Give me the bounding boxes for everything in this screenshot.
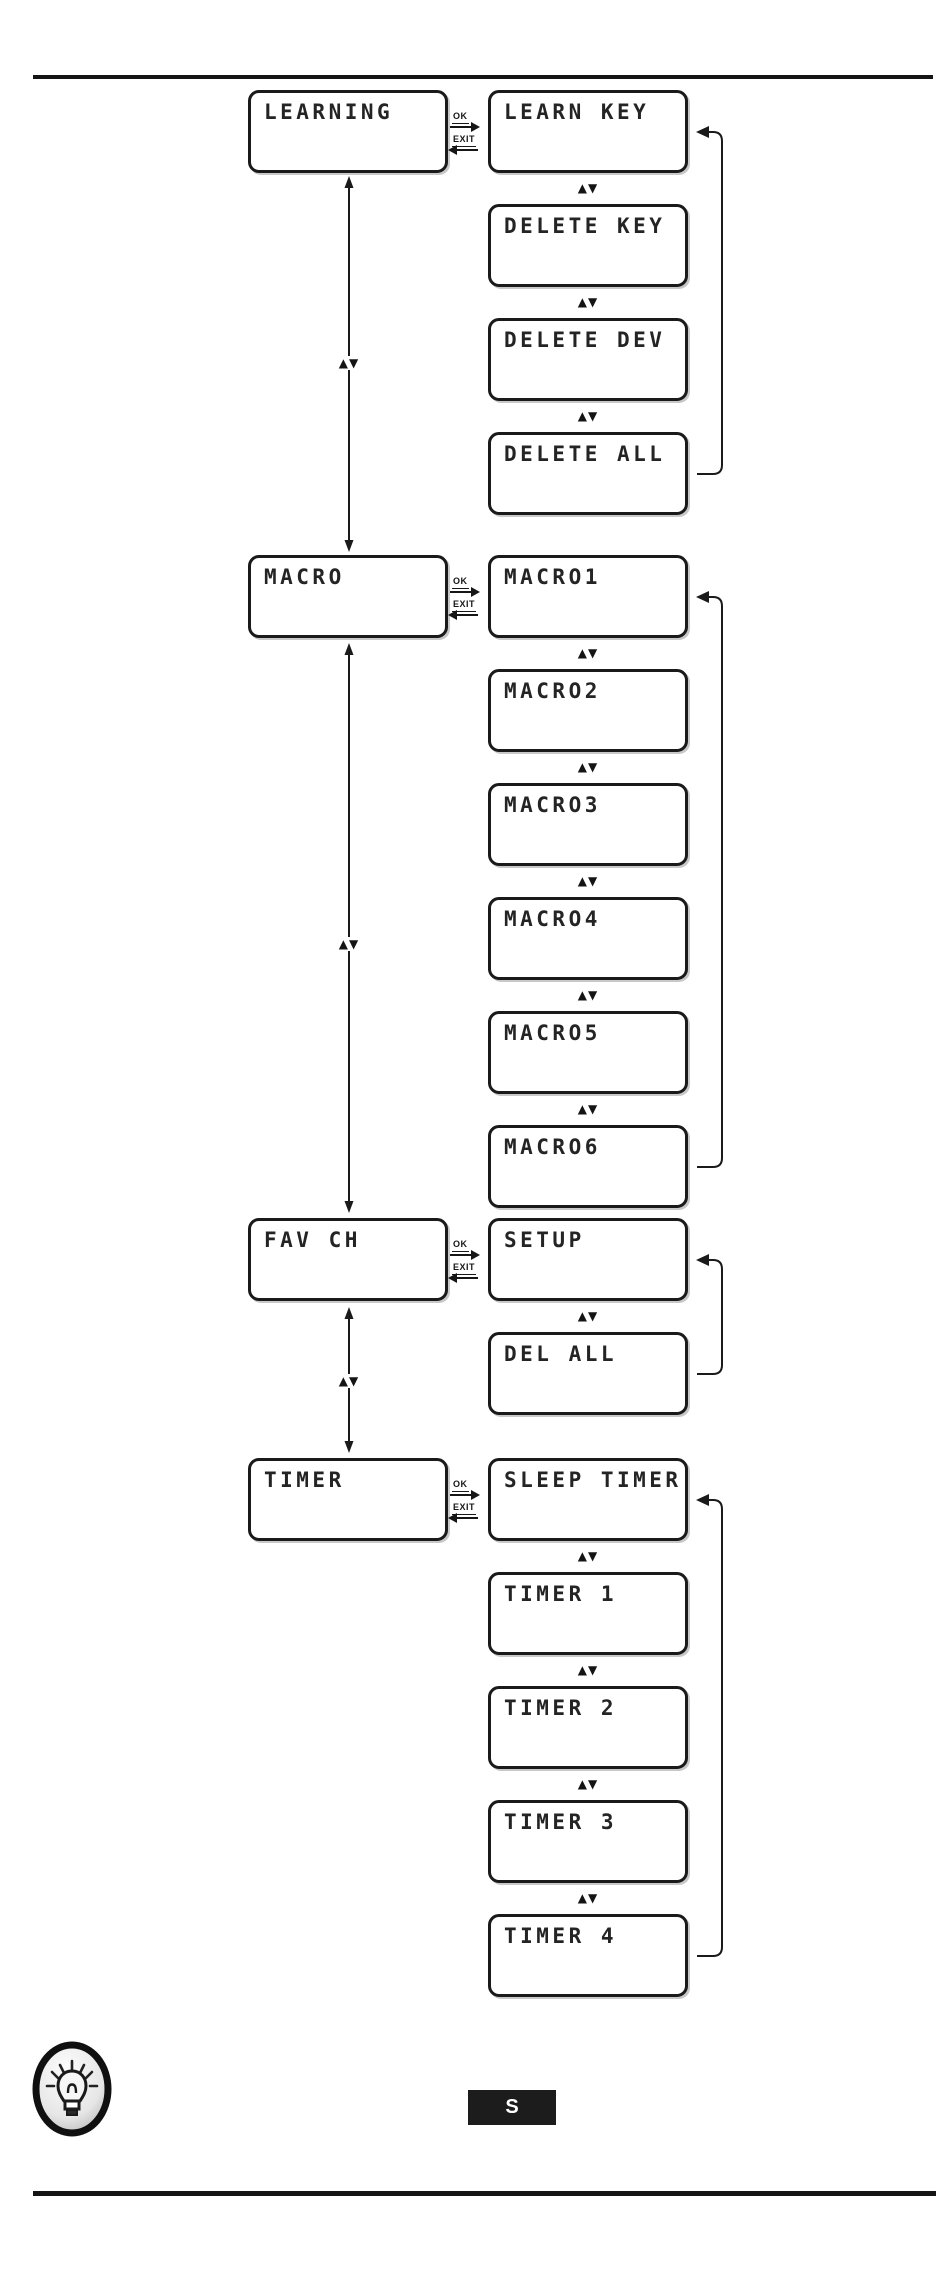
up-down-arrows-label: ▲▼	[575, 1663, 601, 1677]
s-key-label: S	[505, 2096, 519, 2118]
submenu-box-label: DELETE KEY	[504, 214, 666, 238]
submenu-box-del-all: DEL ALL	[488, 1332, 688, 1415]
submenu-box-label: SETUP	[504, 1228, 585, 1252]
submenu-box-timer4: TIMER 4	[488, 1914, 688, 1997]
submenu-box-macro1: MACRO1	[488, 555, 688, 638]
up-down-arrows-label: ▲▼	[336, 356, 362, 370]
ok-label: OK	[452, 576, 469, 589]
submenu-box-delete-key: DELETE KEY	[488, 204, 688, 287]
up-down-arrows-label: ▲▼	[336, 937, 362, 951]
submenu-box-sleep-timer: SLEEP TIMER	[488, 1458, 688, 1541]
submenu-box-delete-dev: DELETE DEV	[488, 318, 688, 401]
tip-lightbulb-icon	[30, 2040, 114, 2138]
exit-label: EXIT	[452, 1262, 477, 1275]
up-down-arrows-label: ▲▼	[575, 760, 601, 774]
bottom-rule	[33, 2191, 936, 2196]
submenu-loop-arrows	[697, 131, 723, 1957]
submenu-box-label: DELETE DEV	[504, 328, 666, 352]
submenu-box-label: TIMER 1	[504, 1582, 618, 1606]
right-arrow-icon	[450, 586, 480, 597]
ok-exit-labels-learning: OK EXIT	[448, 111, 480, 155]
submenu-box-label: TIMER 3	[504, 1810, 618, 1834]
submenu-box-label: MACRO6	[504, 1135, 601, 1159]
up-down-arrows-label: ▲▼	[575, 181, 601, 195]
submenu-box-macro5: MACRO5	[488, 1011, 688, 1094]
menu-box-learning: LEARNING	[248, 90, 448, 173]
submenu-box-macro2: MACRO2	[488, 669, 688, 752]
menu-box-label: TIMER	[264, 1468, 345, 1492]
submenu-box-macro6: MACRO6	[488, 1125, 688, 1208]
submenu-loop-arrowheads	[696, 126, 709, 1506]
submenu-box-timer2: TIMER 2	[488, 1686, 688, 1769]
up-down-arrows-label: ▲▼	[336, 1374, 362, 1388]
up-down-arrows-label: ▲▼	[575, 1891, 601, 1905]
up-down-arrows-label: ▲▼	[575, 1777, 601, 1791]
submenu-box-setup: SETUP	[488, 1218, 688, 1301]
exit-transition: EXIT	[448, 1502, 480, 1523]
up-down-arrows-label: ▲▼	[575, 646, 601, 660]
submenu-box-macro4: MACRO4	[488, 897, 688, 980]
right-arrow-icon	[450, 121, 480, 132]
left-arrow-icon	[448, 1512, 478, 1523]
exit-label: EXIT	[452, 599, 477, 612]
submenu-box-label: DEL ALL	[504, 1342, 618, 1366]
up-down-arrows-label: ▲▼	[575, 1549, 601, 1563]
exit-label: EXIT	[452, 1502, 477, 1515]
submenu-box-label: SLEEP TIMER	[504, 1468, 682, 1492]
exit-transition: EXIT	[448, 134, 480, 155]
up-down-arrows-label: ▲▼	[575, 1309, 601, 1323]
left-arrow-icon	[448, 1272, 478, 1283]
submenu-box-label: MACRO5	[504, 1021, 601, 1045]
menu-box-label: FAV CH	[264, 1228, 361, 1252]
ok-label: OK	[452, 1239, 469, 1252]
submenu-box-label: MACRO2	[504, 679, 601, 703]
ok-label: OK	[452, 1479, 469, 1492]
ok-transition: OK	[450, 576, 480, 597]
top-rule	[33, 75, 933, 79]
ok-label: OK	[452, 111, 469, 124]
submenu-box-learn-key: LEARN KEY	[488, 90, 688, 173]
submenu-box-label: MACRO3	[504, 793, 601, 817]
menu-box-label: LEARNING	[264, 100, 394, 124]
s-key-badge: S	[468, 2090, 556, 2125]
right-arrow-icon	[450, 1249, 480, 1260]
submenu-box-label: TIMER 2	[504, 1696, 618, 1720]
up-down-arrows-label: ▲▼	[575, 988, 601, 1002]
exit-transition: EXIT	[448, 1262, 480, 1283]
ok-exit-labels-macro: OK EXIT	[448, 576, 480, 620]
submenu-box-label: LEARN KEY	[504, 100, 650, 124]
submenu-box-label: DELETE ALL	[504, 442, 666, 466]
submenu-box-label: TIMER 4	[504, 1924, 618, 1948]
ok-exit-labels-timer: OK EXIT	[448, 1479, 480, 1523]
menu-box-timer: TIMER	[248, 1458, 448, 1541]
menu-box-fav-ch: FAV CH	[248, 1218, 448, 1301]
menu-box-macro: MACRO	[248, 555, 448, 638]
submenu-box-timer1: TIMER 1	[488, 1572, 688, 1655]
submenu-box-timer3: TIMER 3	[488, 1800, 688, 1883]
up-down-arrows-label: ▲▼	[575, 409, 601, 423]
submenu-box-label: MACRO1	[504, 565, 601, 589]
up-down-arrows-label: ▲▼	[575, 874, 601, 888]
exit-transition: EXIT	[448, 599, 480, 620]
exit-label: EXIT	[452, 134, 477, 147]
right-arrow-icon	[450, 1489, 480, 1500]
menu-box-label: MACRO	[264, 565, 345, 589]
ok-transition: OK	[450, 1479, 480, 1500]
ok-transition: OK	[450, 1239, 480, 1260]
left-arrow-icon	[448, 144, 478, 155]
up-down-arrows-label: ▲▼	[575, 295, 601, 309]
submenu-box-delete-all: DELETE ALL	[488, 432, 688, 515]
ok-exit-labels-fav-ch: OK EXIT	[448, 1239, 480, 1283]
submenu-box-macro3: MACRO3	[488, 783, 688, 866]
submenu-box-label: MACRO4	[504, 907, 601, 931]
left-arrow-icon	[448, 609, 478, 620]
ok-transition: OK	[450, 111, 480, 132]
up-down-arrows-label: ▲▼	[575, 1102, 601, 1116]
